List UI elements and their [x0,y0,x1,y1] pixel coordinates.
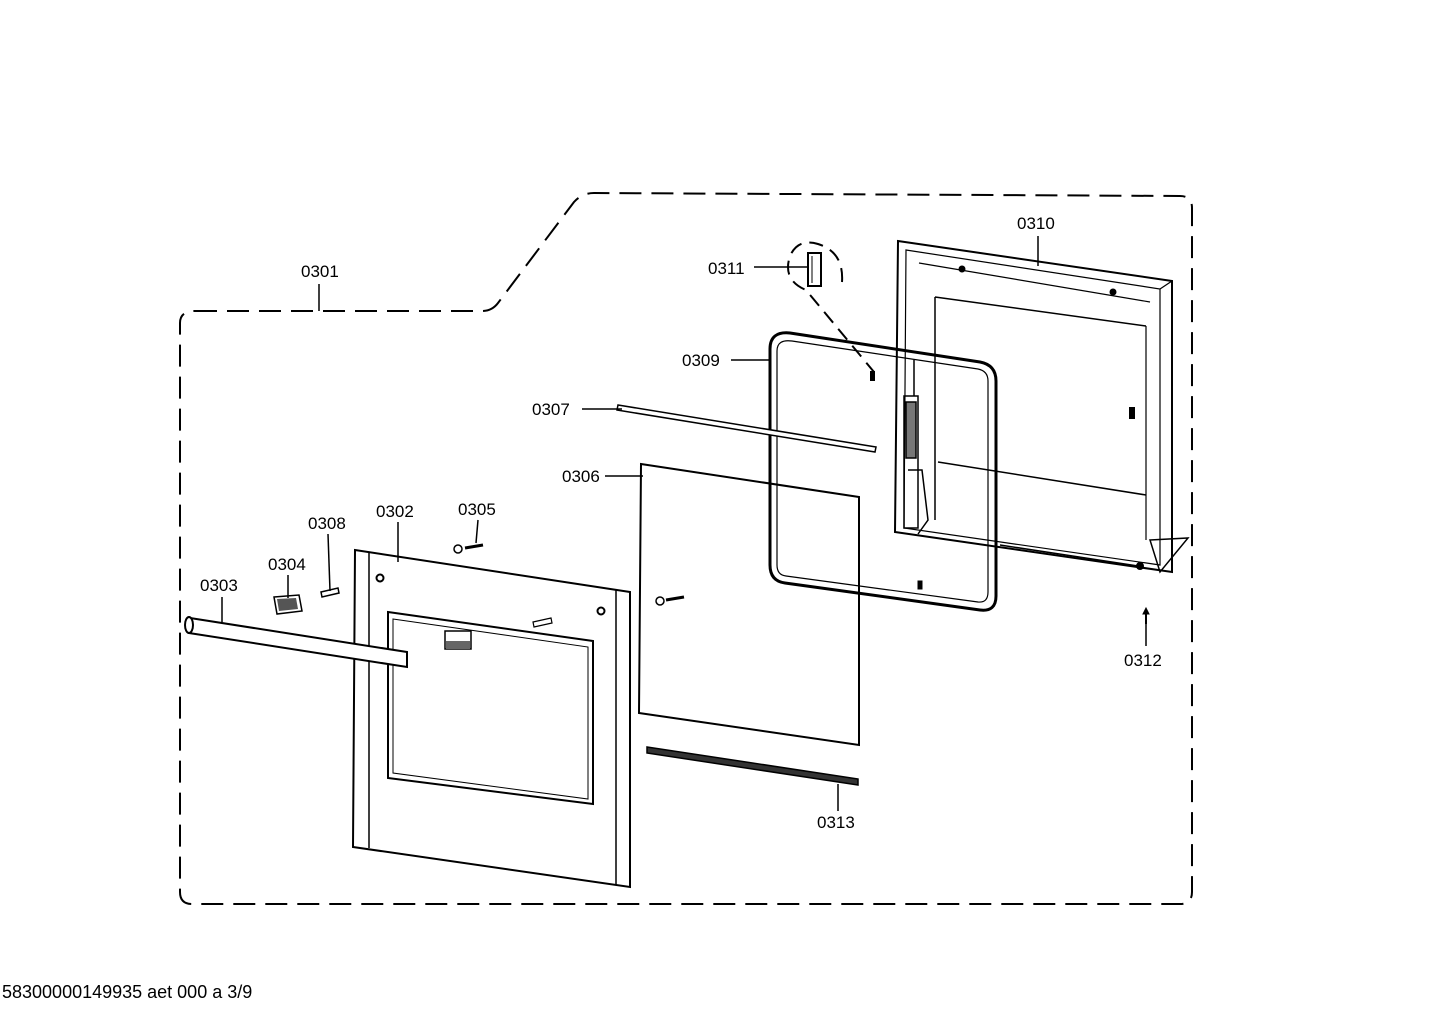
label-0312: 0312 [1124,651,1162,670]
part-0304-handle-bracket [273,594,303,615]
part-0306-glass-pane [637,462,860,747]
door-hinge [903,360,929,535]
part-0309-gasket [768,331,998,612]
label-0308: 0308 [308,514,346,533]
label-0303: 0303 [200,576,238,595]
label-0306: 0306 [562,467,600,486]
part-0302-front-door [351,548,631,889]
leader-lines [221,236,1147,811]
part-0310-door-frame [893,239,1190,574]
document-footer-code: 58300000149935 aet 000 a 3/9 [2,982,253,1002]
label-0304: 0304 [268,555,306,574]
part-0311-clip [787,241,875,381]
part-0313-seal-strip [646,746,859,786]
label-0301: 0301 [301,262,339,281]
label-0310: 0310 [1017,214,1055,233]
part-0305-screw [453,543,484,554]
part-0308-pin [320,587,340,598]
label-0313: 0313 [817,813,855,832]
label-0309: 0309 [682,351,720,370]
label-0311: 0311 [708,259,745,278]
label-0307: 0307 [532,400,570,419]
label-0305: 0305 [458,500,496,519]
part-0312-screw [1142,606,1150,624]
part-0307-rod [616,404,877,453]
assembly-boundary-0301 [179,191,1193,905]
label-0302: 0302 [376,502,414,521]
part-0303-handle-bar [184,616,408,669]
